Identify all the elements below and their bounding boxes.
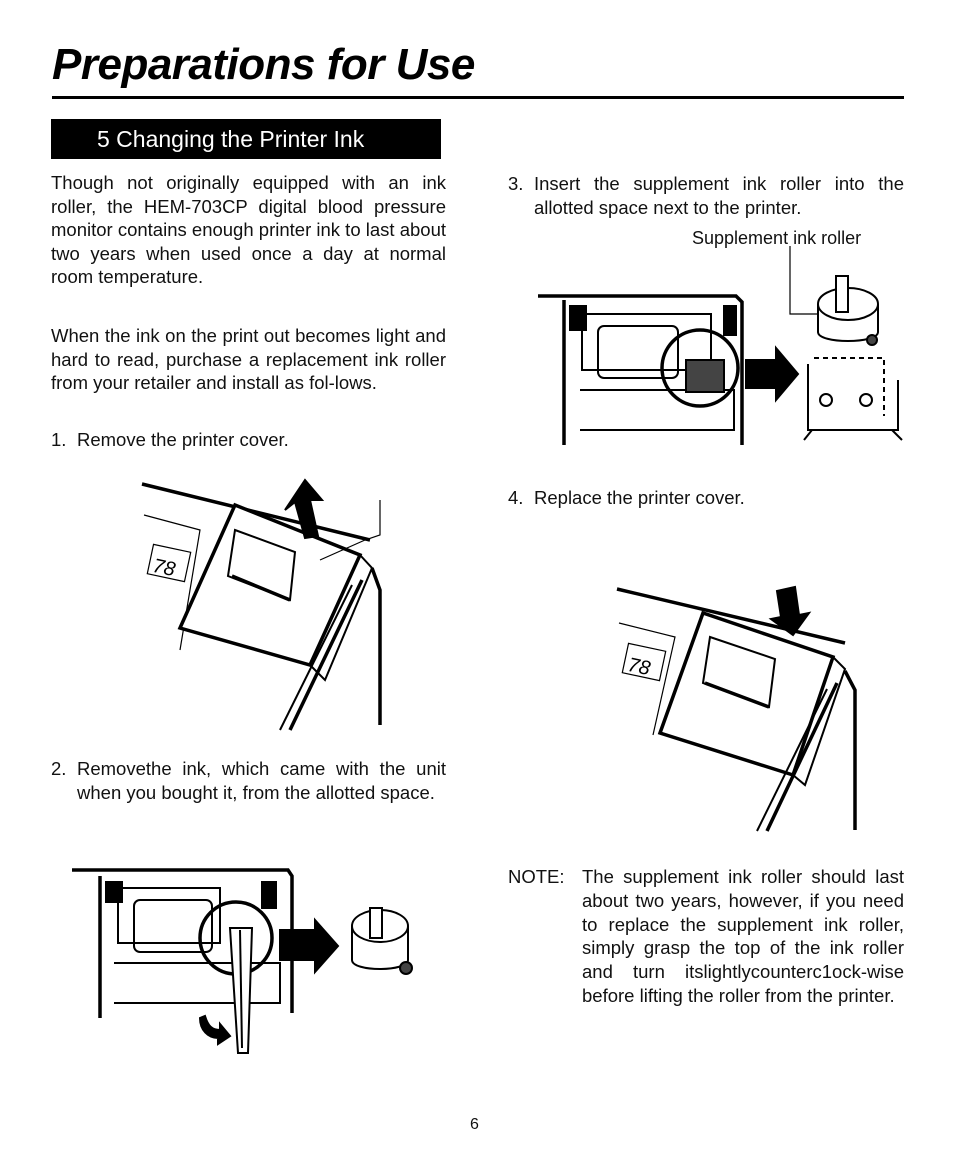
step-text: Removethe ink, which came with the unit … [77, 758, 446, 803]
step-text: Remove the printer cover. [77, 429, 289, 450]
display-panel [618, 622, 676, 736]
tweezers-center [239, 929, 243, 1049]
left-clip [105, 881, 123, 903]
step-number: 3. [508, 173, 524, 194]
step-text: Insert the supplement ink roller into th… [534, 173, 904, 218]
step-4: 4. Replace the printer cover. [508, 486, 904, 510]
printer-roller [597, 325, 679, 379]
figure-remove-ink [72, 868, 413, 1054]
step-number: 1. [51, 429, 67, 450]
lcd-display [621, 642, 667, 682]
paper-tray [114, 962, 281, 1004]
rotate-arrow-icon [198, 1014, 232, 1046]
step-number: 4. [508, 487, 524, 508]
step-number: 2. [51, 758, 67, 779]
right-clip [723, 305, 737, 336]
device-front-edge-inner [756, 688, 828, 832]
intro-paragraph: Though not originally equipped with an i… [51, 172, 446, 288]
device-front-edge [765, 682, 839, 832]
page-title: Preparations for Use [52, 40, 475, 89]
step-3: 3. Insert the supplement ink roller into… [508, 172, 904, 220]
roller-slot-icon [803, 357, 903, 441]
lcd-digits: 78 [626, 654, 652, 680]
printer-roller [133, 899, 213, 953]
device-outline [538, 294, 744, 445]
note-label: NOTE: [508, 866, 565, 887]
note-text: The supplement ink roller should last ab… [582, 866, 904, 1006]
title-divider [52, 96, 904, 99]
printer-cover [657, 610, 836, 778]
arrow-right-icon [279, 917, 340, 975]
arrow-up-icon [284, 478, 325, 540]
lcd-digits: 78 [151, 555, 177, 581]
window-edge [704, 681, 770, 709]
device-top-edge [616, 587, 846, 645]
device-front-edge [288, 579, 364, 731]
device-right-edge [370, 567, 382, 725]
caption-leader [789, 246, 818, 315]
arrow-down-icon [768, 585, 812, 637]
lcd-display [146, 543, 192, 583]
installed-ink-roller [685, 359, 725, 393]
right-clip [261, 881, 277, 909]
window-edge [231, 574, 291, 602]
figure-insert-ink [538, 246, 903, 445]
device-front-edge-inner [279, 584, 353, 731]
leader-line [319, 500, 381, 561]
arrow-right-icon [745, 345, 800, 403]
ink-roller-icon [817, 275, 879, 346]
step-2: 2. Removethe ink, which came with the un… [51, 757, 446, 805]
note: NOTE: The supplement ink roller should l… [508, 865, 904, 1008]
device-right-edge [843, 670, 857, 830]
figure-replace-cover: 78 [616, 585, 857, 832]
highlight-circle [660, 328, 740, 408]
left-clip [569, 305, 587, 331]
step-text: Replace the printer cover. [534, 487, 745, 508]
figure-remove-cover: 78 [141, 478, 382, 731]
step-1: 1. Remove the printer cover. [51, 428, 446, 452]
paper-tray [580, 389, 735, 431]
section-heading: 5 Changing the Printer Ink [51, 119, 441, 159]
figure-caption: Supplement ink roller [692, 228, 862, 248]
printer-mechanism [117, 887, 221, 944]
cover-side [792, 656, 847, 787]
intro-paragraph-2: When the ink on the print out becomes li… [51, 325, 446, 394]
page-number: 6 [470, 1116, 479, 1133]
ink-roller-icon [351, 907, 413, 975]
